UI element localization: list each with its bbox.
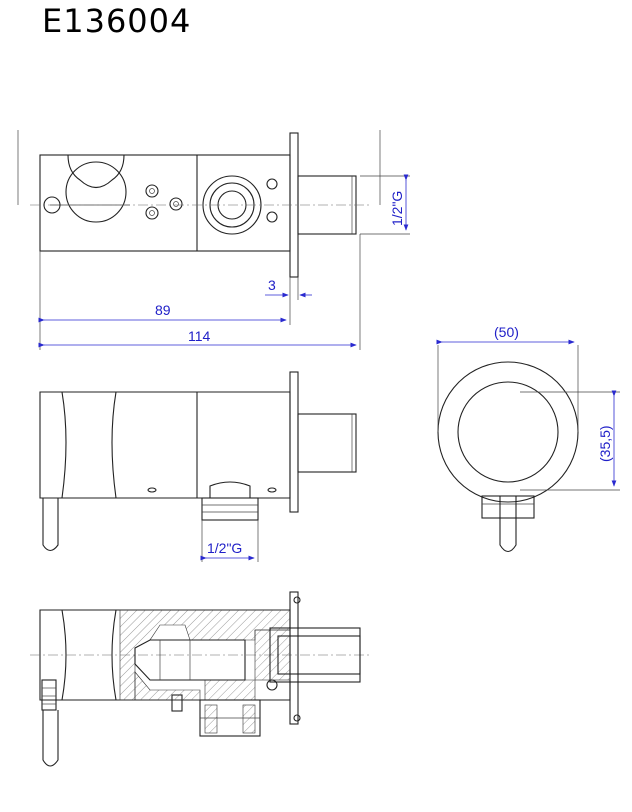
- dim-thread-bottom: 1/2"G: [207, 540, 242, 556]
- screw-icon: [145, 178, 278, 223]
- dim-diameter: (50): [494, 324, 519, 340]
- front-view: (50) (35,5): [436, 324, 620, 553]
- dim-body: 89: [155, 302, 171, 318]
- section-view: [30, 591, 370, 767]
- top-view: 1/2"G 3 89 114: [17, 130, 410, 350]
- dim-depth: (35,5): [597, 425, 613, 462]
- dim-flange: 3: [268, 277, 276, 293]
- dim-total: 114: [188, 328, 211, 344]
- dim-thread-top: 1/2"G: [389, 191, 405, 226]
- drawing-title: E136004: [42, 2, 192, 40]
- side-view: 1/2"G: [39, 371, 357, 562]
- top-body-outline: [39, 154, 291, 252]
